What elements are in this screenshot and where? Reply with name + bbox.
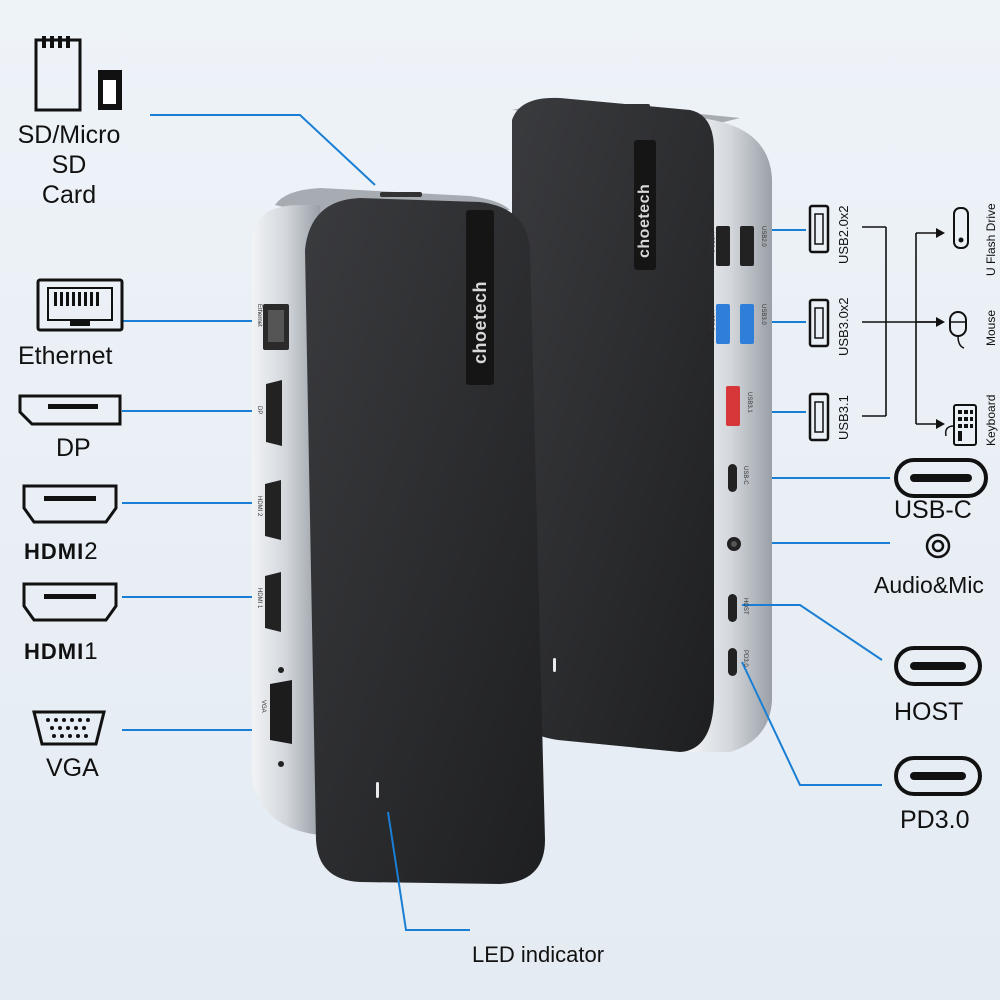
vga-icon <box>32 710 106 746</box>
brand-front: choetech <box>470 280 490 364</box>
led-front <box>376 782 379 798</box>
hdmi1-num: 1 <box>84 638 99 665</box>
keyboard-label: Keyboard <box>984 394 998 446</box>
brand-back: choetech <box>636 183 653 258</box>
hdmi2-prefix: HDMI <box>24 539 85 564</box>
mark-usbc: USB-C <box>742 466 748 485</box>
vga-port <box>270 680 292 744</box>
mark-usb20a: USB2.0 <box>708 232 714 253</box>
mark-pd: PD3.0 <box>742 650 748 667</box>
usb-a-icon-3 <box>808 392 830 442</box>
flash-drive-icon <box>953 207 969 249</box>
mark-usb30a: USB3.0 <box>708 310 714 331</box>
pd-icon <box>894 756 982 796</box>
leader-lines <box>122 114 890 931</box>
host-label: HOST <box>894 698 964 726</box>
usb31-label: USB3.1 <box>836 395 851 440</box>
hdmi2-label: HDMI2 <box>24 540 99 564</box>
hdmi1-label: HDMI1 <box>24 640 99 664</box>
mark-usb30b: USB3.0 <box>760 304 766 325</box>
mark-hdmi1: HDMI 1 <box>256 588 262 609</box>
flash-label: U Flash Drive <box>984 203 998 276</box>
mouse-label: Mouse <box>984 309 998 346</box>
hdmi2-num: 2 <box>84 538 99 565</box>
mark-usb20b: USB2.0 <box>760 226 766 247</box>
usb20-label: USB2.0x2 <box>836 205 851 264</box>
audio-jack-icon <box>925 533 951 559</box>
usb-arrows <box>936 228 945 429</box>
sd-slot-front <box>380 192 422 197</box>
usb-bracket <box>862 226 940 425</box>
led-back <box>553 658 556 672</box>
usb-a-icon-2 <box>808 298 830 348</box>
hdmi1-port <box>265 572 281 632</box>
mark-vga: VGA <box>260 700 266 713</box>
usb-c-icon <box>894 458 988 498</box>
hdmi2-port <box>265 480 281 540</box>
led-label: LED indicator <box>472 942 605 967</box>
micro-sd-icon <box>98 70 122 110</box>
dp-port <box>266 380 282 446</box>
dp-icon <box>18 394 122 426</box>
hdmi2-icon <box>22 484 118 524</box>
host-icon <box>894 646 982 686</box>
usb30-label: USB3.0x2 <box>836 297 851 356</box>
audio-label: Audio&Mic <box>874 572 984 598</box>
mark-ethernet: Ethernet <box>256 304 262 327</box>
keyboard-icon <box>944 404 977 446</box>
ethernet-label: Ethernet <box>18 342 113 370</box>
ethernet-icon <box>36 278 124 332</box>
mark-host: HOST <box>742 598 748 615</box>
back-dock <box>512 97 772 753</box>
hdmi1-icon <box>22 582 118 622</box>
sd-card-icon <box>34 36 82 112</box>
hdmi1-prefix: HDMI <box>24 639 85 664</box>
usb-a-icon-1 <box>808 204 830 254</box>
sd-label: SD/Micro SD Card <box>17 121 121 209</box>
mark-hdmi2: HDMI 2 <box>256 496 262 517</box>
mark-usb31: USB3.1 <box>746 392 752 413</box>
mouse-icon <box>949 311 967 349</box>
pd-label: PD3.0 <box>900 806 970 834</box>
vga-label: VGA <box>46 754 99 782</box>
front-dock <box>252 188 545 884</box>
dp-label: DP <box>56 434 91 462</box>
usb-c-label: USB-C <box>894 496 972 524</box>
mark-dp: DP <box>256 406 262 415</box>
